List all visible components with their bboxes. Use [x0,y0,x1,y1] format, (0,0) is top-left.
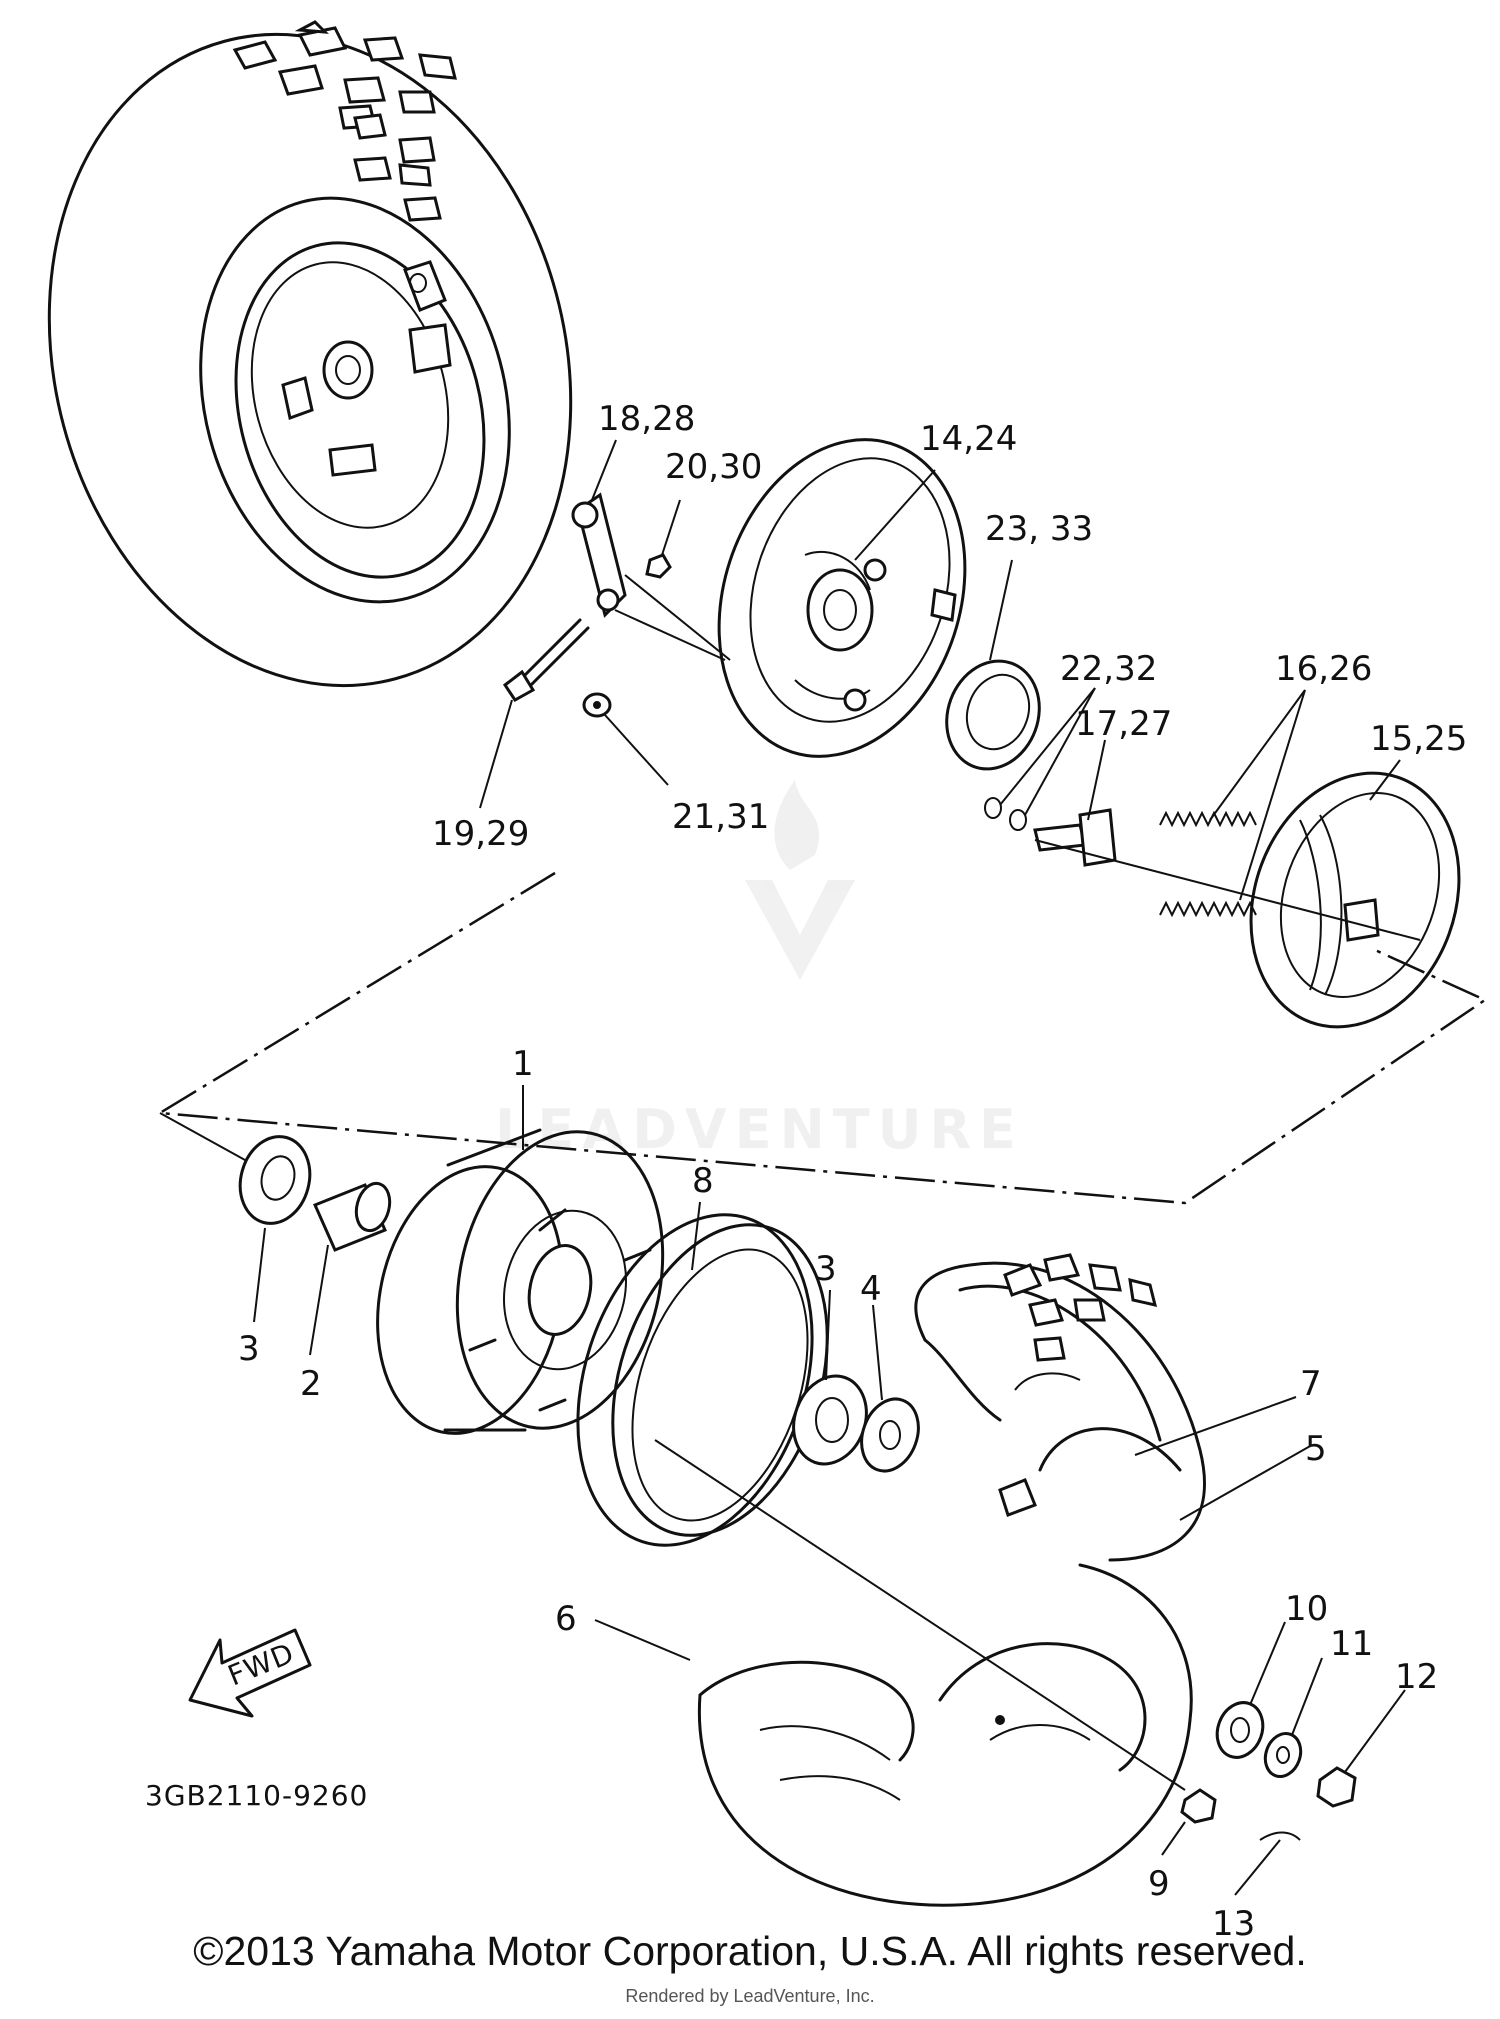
callout-17-27: 17,27 [1075,704,1172,744]
callout-16-26: 16,26 [1275,649,1372,689]
callout-20-30: 20,30 [665,447,762,487]
callout-19-29: 19,29 [432,814,529,854]
callout-15-25: 15,25 [1370,719,1467,759]
callout-21-31: 21,31 [672,797,769,837]
callout-22-32: 22,32 [1060,649,1157,689]
drawing-code: 3GB2110-9260 [145,1779,368,1812]
callout-leader-lines [253,439,1406,1896]
leadventure-watermark-logo: LEADVENTURE [495,780,1024,1161]
callout-6: 6 [555,1599,577,1639]
callout-1: 1 [512,1044,534,1084]
callout-4: 4 [860,1269,882,1309]
callout-7: 7 [1300,1364,1322,1404]
callout-10: 10 [1285,1589,1328,1629]
callout-23-33: 23, 33 [985,509,1093,549]
brake-panel-assembly [502,438,1461,1029]
rendered-by-credit: Rendered by LeadVenture, Inc. [625,1986,875,2006]
copyright-notice: ©2013 Yamaha Motor Corporation, U.S.A. A… [193,1928,1307,1974]
callout-18-28: 18,28 [598,399,695,439]
callout-11: 11 [1330,1624,1373,1664]
part-callouts: 1 2 3 3 4 5 6 7 8 9 10 11 12 13 14,24 15… [238,399,1467,1944]
explosion-guide-lines [156,574,1488,1791]
watermark-text: LEADVENTURE [495,1098,1024,1161]
callout-2: 2 [300,1364,322,1404]
callout-8: 8 [692,1161,714,1201]
forward-direction-arrow: FWD [188,1628,312,1718]
assembled-wheel-illustration [47,20,573,688]
callout-5: 5 [1305,1429,1327,1469]
hub-and-rim-assembly [238,1128,1357,1907]
callout-13: 13 [1212,1904,1255,1944]
callout-12: 12 [1395,1657,1438,1697]
callout-14-24: 14,24 [920,419,1017,459]
callout-9: 9 [1148,1864,1170,1904]
callout-3-right: 3 [815,1249,837,1289]
callout-3-left: 3 [238,1329,260,1369]
